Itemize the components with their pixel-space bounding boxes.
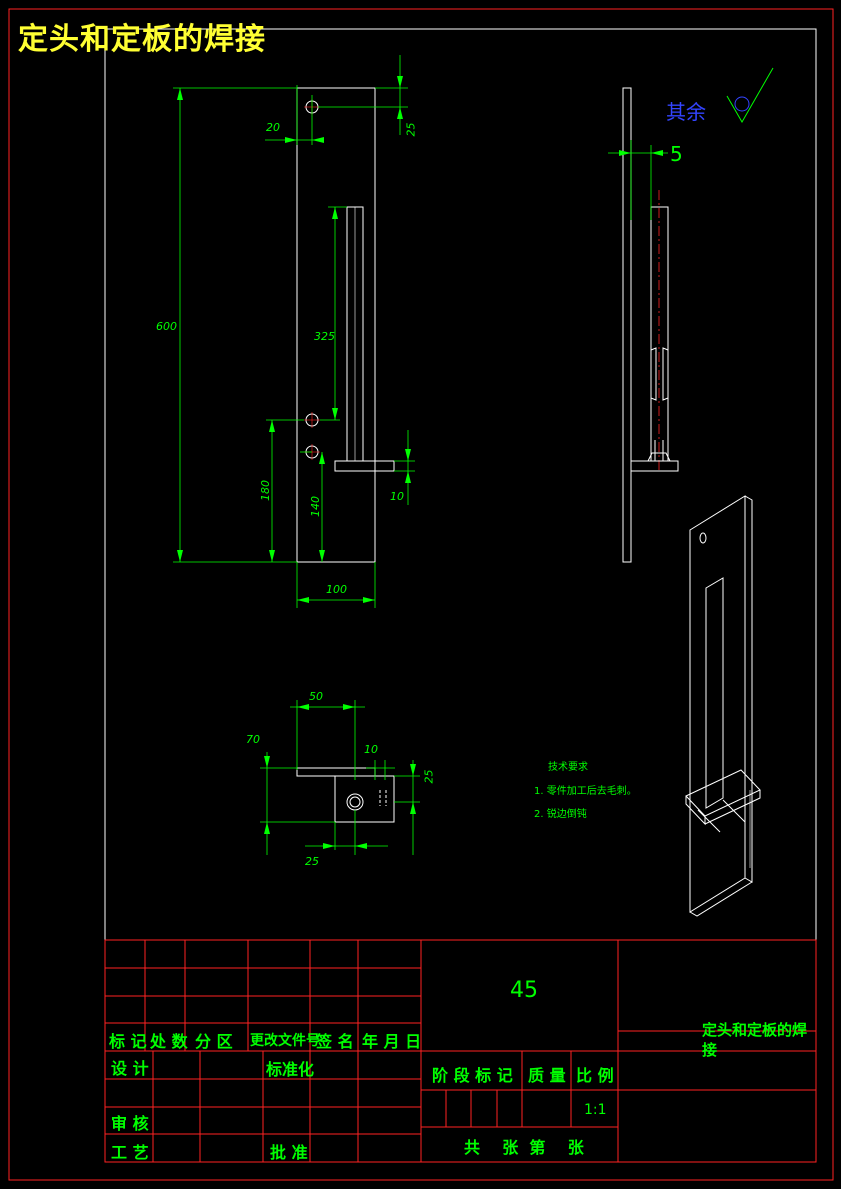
tb-review: 审 核 — [111, 1114, 149, 1133]
tb-scale-label: 比 例 — [576, 1066, 614, 1085]
tb-sign: 签 名 — [316, 1032, 354, 1051]
tb-sheets: 共 张 第 张 — [464, 1138, 584, 1157]
inner-frame — [104, 28, 817, 1163]
tb-mark: 标 记 — [109, 1032, 147, 1051]
tb-date: 年 月 日 — [362, 1032, 422, 1051]
tech-note-1: 1. 零件加工后去毛刺。 — [534, 786, 637, 797]
tb-process: 工 艺 — [111, 1143, 149, 1162]
tb-count: 处 数 — [150, 1032, 188, 1051]
detail-plate — [296, 767, 376, 777]
side-view — [608, 87, 679, 563]
tech-note-2: 2. 锐边倒钝 — [534, 809, 587, 820]
tb-approve: 批 准 — [270, 1143, 308, 1162]
dim-180: 180 — [259, 480, 272, 501]
dim-25-detail: 25 — [422, 769, 436, 784]
side-plate — [622, 87, 632, 563]
roughness-symbol — [726, 67, 774, 124]
dim-70: 70 — [246, 733, 260, 746]
dim-25-top: 25 — [404, 122, 418, 137]
dim-140: 140 — [309, 496, 322, 517]
dim-325: 325 — [314, 330, 335, 343]
outer-frame — [8, 8, 834, 1181]
bracket-outline — [334, 460, 395, 472]
tech-notes-heading: 技术要求 — [548, 762, 588, 773]
side-slot — [650, 206, 669, 462]
tb-scale: 1:1 — [584, 1102, 607, 1118]
detail-view — [260, 700, 420, 855]
isometric-view — [685, 495, 761, 917]
title-block-grid — [104, 939, 817, 1163]
drawing-title: 定头和定板的焊接 — [18, 22, 266, 57]
dim-20: 20 — [266, 121, 280, 134]
tb-change-doc: 更改文件号 — [250, 1033, 320, 1049]
detail-block — [334, 775, 395, 823]
side-bracket — [630, 460, 679, 472]
dim-50: 50 — [309, 690, 323, 703]
front-view — [173, 55, 415, 608]
dim-10: 10 — [390, 490, 404, 503]
tb-material: 45 — [510, 978, 538, 1003]
tb-zone: 分 区 — [195, 1032, 233, 1051]
dim-100: 100 — [326, 583, 347, 596]
tb-weight: 质 量 — [528, 1066, 566, 1085]
tb-standardize: 标准化 — [266, 1060, 315, 1079]
dim-5: 5 — [670, 142, 683, 166]
tb-drawing-name: 定头和定板的焊接 — [702, 1021, 808, 1059]
dim-600: 600 — [156, 320, 177, 333]
dim-10-detail: 10 — [364, 743, 378, 756]
tb-design: 设 计 — [111, 1059, 149, 1078]
tb-stage-mark: 阶 段 标 记 — [432, 1066, 513, 1085]
plate-outline — [296, 87, 376, 563]
dim-25-bottom: 25 — [305, 855, 319, 868]
roughness-label: 其余 — [666, 100, 706, 124]
